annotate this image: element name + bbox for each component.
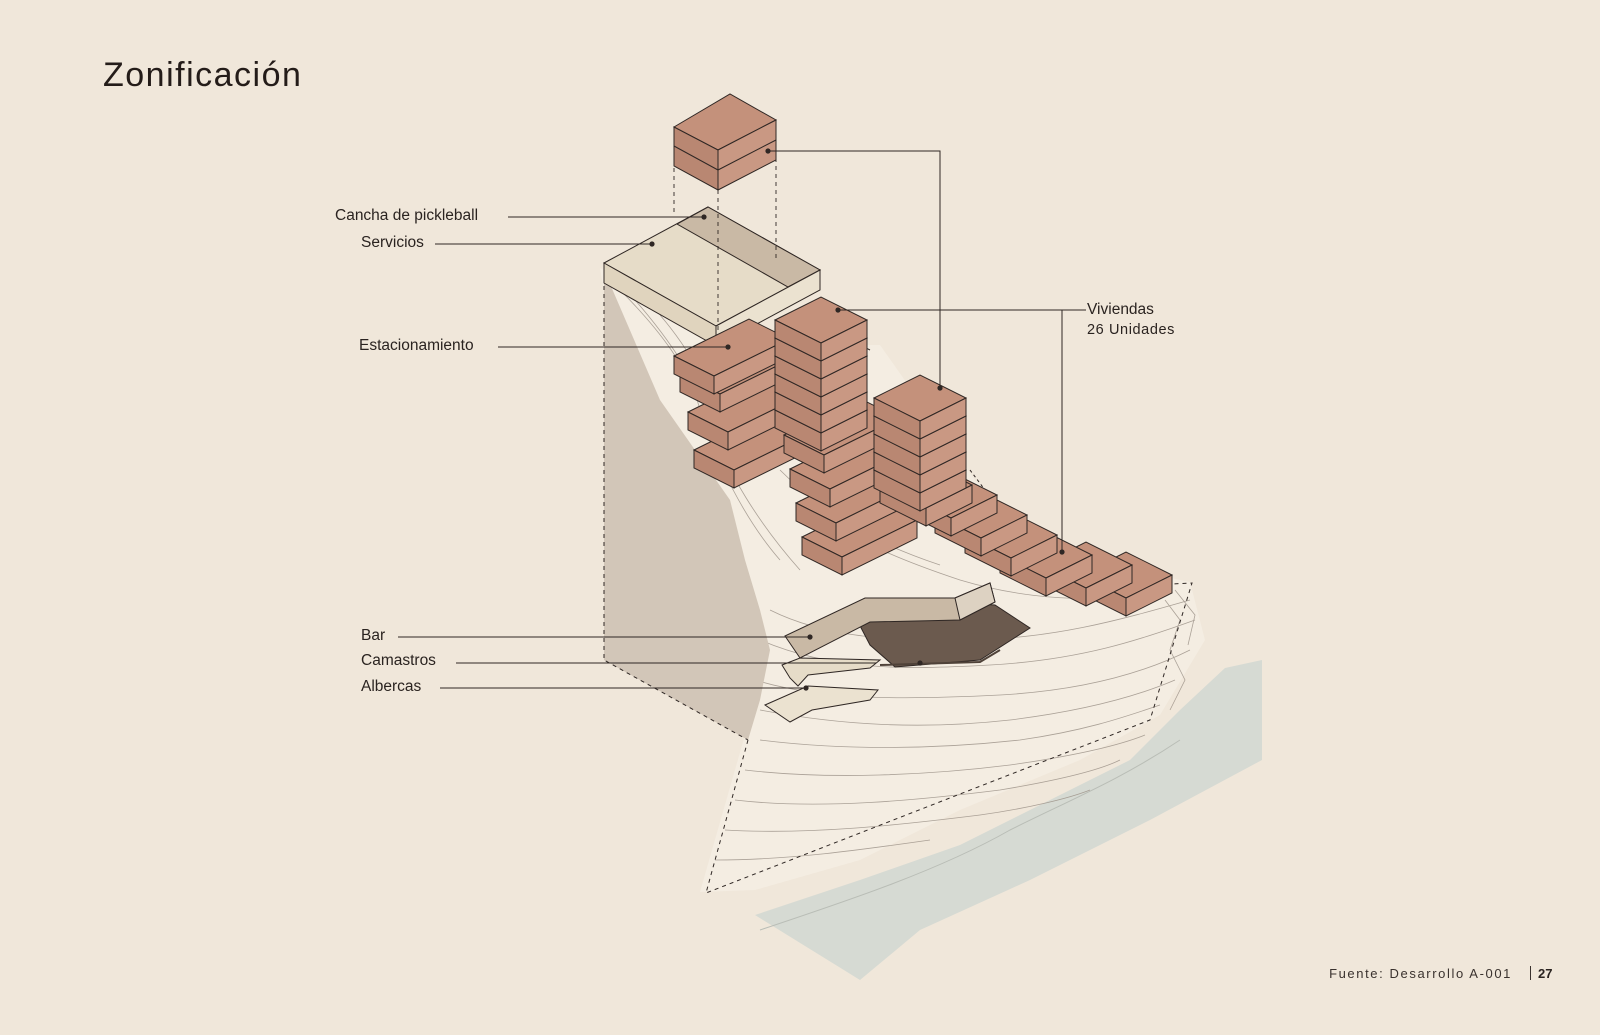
label-estacionamiento: Estacionamiento [359,337,474,354]
lower-pool-deck [763,685,879,723]
footer-divider [1530,966,1531,980]
housing-tower-right [873,374,967,512]
services-slab [602,206,822,347]
site-boundary [705,582,1193,894]
page-title: Zonificación [103,56,303,94]
leader-dots [649,148,1065,691]
amenities-area [763,582,1031,723]
label-albercas: Albercas [361,678,422,695]
label-camastros: Camastros [361,652,436,669]
label-bar: Bar [361,627,386,644]
leader-lines [398,150,1086,689]
label-servicios: Servicios [361,234,424,251]
label-viviendas: Viviendas [1087,301,1154,318]
cliff-face [604,270,770,740]
label-viviendas-units: 26 Unidades [1087,322,1176,338]
water-area [755,660,1262,980]
footer-source: Fuente: Desarrollo A-001 [1329,966,1512,981]
top-housing-block [672,93,778,191]
housing-tower-center [774,296,868,452]
loungers-deck [781,657,882,687]
label-pickleball: Cancha de pickleball [335,207,479,224]
page-number: 27 [1538,966,1553,981]
